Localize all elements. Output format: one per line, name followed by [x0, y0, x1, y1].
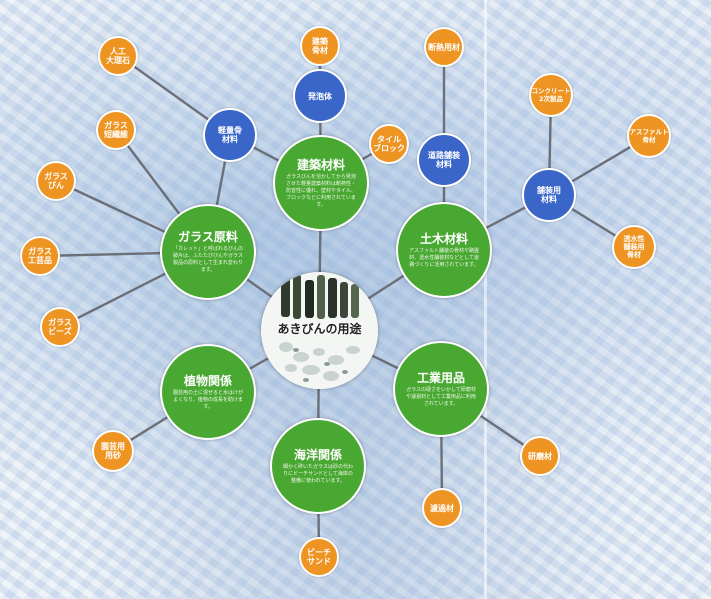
bin-label: ガラス びん: [44, 172, 68, 190]
danetsu-label: 断熱用材: [428, 42, 460, 52]
leaf-tile[interactable]: タイル ブロック: [369, 124, 409, 164]
leaf-beads[interactable]: ガラス ビーズ: [40, 307, 80, 347]
node-happo[interactable]: 発泡体: [293, 69, 347, 123]
kenchiku-title: 建築材料: [296, 157, 345, 172]
kenma-label: 研磨材: [528, 451, 552, 461]
beach-label: ビーチ サンド: [307, 548, 331, 566]
shokubutsu-title: 植物関係: [183, 373, 232, 388]
leaf-engei[interactable]: 園芸用 用砂: [92, 430, 134, 472]
concrete-label: コンクリート 2次製品: [531, 87, 571, 103]
category-doboku[interactable]: 土木材料 アスファルト舗装の骨材や路盤材、透水性舗装材などとして道路づくりに活用…: [396, 202, 492, 298]
kenzai-label: 建築 骨材: [312, 37, 328, 55]
leaf-kenma[interactable]: 研磨材: [520, 436, 560, 476]
kaiyo-desc: 細かく砕いたガラスは砂の代わりにビーチサンドとして海岸の整備に使われています。: [283, 463, 353, 484]
leaf-kenzai[interactable]: 建築 骨材: [300, 26, 340, 66]
leaf-jinko[interactable]: 人工 大理石: [98, 36, 138, 76]
node-doro[interactable]: 道路舗装 材料: [417, 133, 471, 187]
asphalt-label: アスファルト 骨材: [629, 128, 669, 144]
tosui-label: 透水性 舗装用 骨材: [623, 235, 645, 259]
garasu-desc: 「カレット」と呼ばれるびんの破片は、ふたたびびんやガラス製品の原料として生まれ変…: [172, 246, 243, 273]
leaf-kogeihin[interactable]: ガラス 工芸品: [20, 236, 60, 276]
engei-label: 園芸用 用砂: [101, 442, 125, 460]
kenchiku-desc: ガラスびんを溶かしてから発泡させた軽量建築材料は断熱性・防音性に優れ、壁材やタイ…: [285, 173, 357, 208]
leaf-danetsu[interactable]: 断熱用材: [424, 27, 464, 67]
kogeihin-label: ガラス 工芸品: [28, 247, 52, 265]
page-fold: [484, 0, 487, 599]
fiber-label: ガラス 短繊維: [104, 121, 128, 139]
bottles-photo: [261, 272, 378, 389]
garasu-title: ガラス原料: [178, 230, 238, 244]
leaf-asphalt[interactable]: アスファルト 骨材: [627, 114, 671, 158]
node-hosou[interactable]: 舗装用 材料: [522, 168, 576, 222]
hosou-label: 舗装用 材料: [537, 186, 561, 204]
leaf-bin[interactable]: ガラス びん: [36, 161, 76, 201]
doboku-title: 土木材料: [419, 231, 468, 246]
category-kenchiku[interactable]: 建築材料 ガラスびんを溶かしてから発泡させた軽量建築材料は断熱性・防音性に優れ、…: [273, 135, 369, 231]
center-title: あきびんの用途: [277, 322, 362, 336]
jinko-label: 人工 大理石: [106, 47, 130, 65]
shokubutsu-desc: 園芸用の土に混ぜると水はけがよくなり、植物の成長を助けます。: [172, 389, 243, 410]
kaiyo-title: 海洋関係: [293, 447, 342, 462]
happo-label: 発泡体: [308, 91, 332, 101]
category-kogyo[interactable]: 工業用品 ガラスの硬さをいかして研磨材や濾過材として工業用品に利用されています。: [393, 341, 489, 437]
node-keiryo[interactable]: 軽量骨 材料: [203, 108, 257, 162]
kogyo-title: 工業用品: [416, 370, 465, 385]
category-garasu[interactable]: ガラス原料 「カレット」と呼ばれるびんの破片は、ふたたびびんやガラス製品の原料と…: [160, 204, 256, 300]
leaf-tosui[interactable]: 透水性 舗装用 骨材: [612, 225, 656, 269]
tile-label: タイル ブロック: [373, 135, 405, 153]
leaf-concrete[interactable]: コンクリート 2次製品: [529, 73, 573, 117]
roka-label: 濾過材: [430, 503, 454, 513]
keiryo-label: 軽量骨 材料: [218, 126, 242, 144]
leaf-roka[interactable]: 濾過材: [422, 488, 462, 528]
doboku-desc: アスファルト舗装の骨材や路盤材、透水性舗装材などとして道路づくりに活用されていま…: [408, 247, 479, 268]
category-kaiyo[interactable]: 海洋関係 細かく砕いたガラスは砂の代わりにビーチサンドとして海岸の整備に使われて…: [270, 418, 366, 514]
leaf-fiber[interactable]: ガラス 短繊維: [96, 110, 136, 150]
category-shokubutsu[interactable]: 植物関係 園芸用の土に混ぜると水はけがよくなり、植物の成長を助けます。: [160, 344, 256, 440]
beads-label: ガラス ビーズ: [48, 318, 72, 336]
doro-label: 道路舗装 材料: [428, 151, 460, 169]
center-node: あきびんの用途: [261, 272, 378, 389]
kogyo-desc: ガラスの硬さをいかして研磨材や濾過材として工業用品に利用されています。: [406, 386, 476, 407]
leaf-beach[interactable]: ビーチ サンド: [299, 537, 339, 577]
